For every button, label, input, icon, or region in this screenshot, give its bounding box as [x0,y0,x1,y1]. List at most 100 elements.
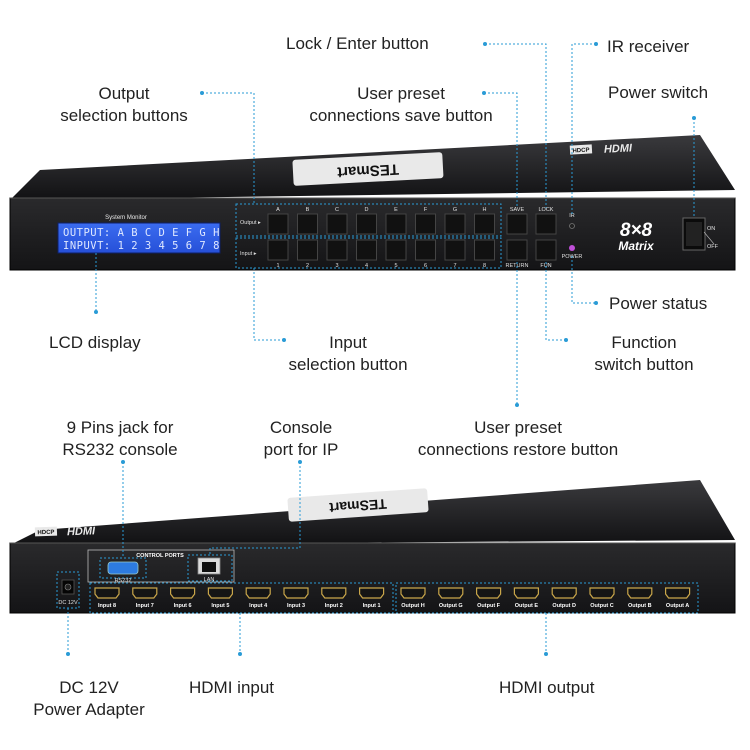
hdmi-output-port-label: Output A [666,603,689,609]
input-button-8[interactable] [474,239,495,261]
hdmi-input-port-8 [359,587,385,599]
hdmi-output-port-7 [627,587,653,599]
callout-power-switch-text: Power switch [608,83,709,102]
callout-user-preset-restore-l2: connections restore button [417,440,619,459]
input-button-7[interactable] [444,239,466,261]
callout-lock-enter: Lock / Enter button [286,33,429,55]
lan-label: LAN [204,577,215,583]
input-button-6[interactable] [415,239,436,261]
output-button-b[interactable] [297,213,318,235]
callout-input-selection-l1: Input [329,333,367,352]
hdmi-input-port-label: Input 2 [325,603,343,609]
hdmi-logo-rear: HDMI [67,525,96,538]
input-button-2[interactable] [297,239,318,261]
callout-lcd-display: LCD display [49,332,141,354]
callout-dc12v-l2: Power Adapter [33,700,145,719]
callout-output-selection: Output selection buttons [44,83,204,127]
output-button-d[interactable] [356,213,377,235]
output-key-label: D [365,207,369,213]
input-button-4[interactable] [356,239,377,261]
callout-hdmi-output-text: HDMI output [499,678,595,697]
callout-lock-enter-text: Lock / Enter button [286,34,429,53]
hdmi-input-port-1 [94,587,120,599]
callout-input-selection-l2: selection button [288,355,408,374]
output-row-label: Output ▸ [240,220,261,226]
rs232-port-group [99,557,147,579]
output-key-label: C [335,207,339,213]
output-key-label: B [306,207,310,213]
hdmi-output-port-1 [400,587,426,599]
hdmi-output-port-label: Output D [552,603,576,609]
lcd-screen [57,222,221,254]
callout-rs232: 9 Pins jack for RS232 console [44,417,196,461]
hdmi-input-port-4 [207,587,233,599]
hdmi-output-port-label: Output G [439,603,463,609]
callout-user-preset-save-l1: User preset [357,84,445,103]
output-button-g[interactable] [444,213,466,235]
callout-user-preset-restore-l1: User preset [474,418,562,437]
hdcp-logo: HDCP [572,148,589,155]
rs232-port [107,561,139,575]
switch-off-label: OFF [707,244,719,250]
input-row-label: Input ▸ [240,251,257,257]
ir-label: IR [569,213,575,219]
hdmi-input-port-label: Input 6 [174,603,192,609]
callout-console-ip-l2: port for IP [263,440,339,459]
rear-device: TESmart HDCP HDMI DC 12V CONTROL PORTS R… [9,480,736,614]
hdmi-input-port-label: Input 5 [211,603,229,609]
output-button-h[interactable] [474,213,495,235]
hdmi-output-port-3 [476,587,502,599]
hdmi-input-port-6 [283,587,309,599]
hdmi-output-port-label: Output E [515,603,539,609]
input-key-label: 7 [453,263,456,269]
dc-label: DC 12V [58,600,78,606]
callout-ir-receiver: IR receiver [607,36,689,58]
callout-output-selection-l1: Output [98,84,150,103]
callout-hdmi-output: HDMI output [499,677,594,699]
callout-dc12v-l1: DC 12V [59,678,119,697]
leader-lines [66,42,696,656]
lan-port-group [187,554,233,582]
callout-power-status-text: Power status [609,294,708,313]
return-button[interactable] [506,239,528,261]
callout-ir-receiver-text: IR receiver [607,37,690,56]
fun-button[interactable] [535,239,557,261]
output-button-e[interactable] [385,213,407,235]
input-button-3[interactable] [326,239,348,261]
lcd-line-2: INPUVT: 1 2 3 4 5 6 7 8 [63,240,220,252]
output-button-a[interactable] [267,213,289,235]
hdmi-output-group [395,582,699,614]
output-button-c[interactable] [326,213,348,235]
hdmi-input-port-label: Input 1 [363,603,381,609]
hdcp-logo-rear: HDCP [37,530,54,537]
callout-power-switch: Power switch [608,82,708,104]
hdmi-input-port-3 [170,587,196,599]
callout-rs232-l1: 9 Pins jack for [66,418,174,437]
brand-logo: TESmart [337,160,399,180]
hdmi-input-port-5 [245,587,271,599]
output-key-label: E [394,207,398,213]
output-key-label: G [453,207,457,213]
hdmi-output-port-label: Output B [628,603,652,609]
callout-input-selection: Input selection button [268,332,428,376]
callout-function-switch: Function switch button [578,332,710,376]
input-key-label: 2 [306,263,309,269]
input-key-label: 1 [276,263,279,269]
hdmi-output-port-2 [438,587,464,599]
hdmi-output-port-4 [513,587,539,599]
input-button-1[interactable] [267,239,289,261]
callout-function-switch-l1: Function [611,333,677,352]
hdmi-input-port-label: Input 4 [249,603,268,609]
hdmi-output-port-label: Output F [477,603,501,609]
callout-rs232-l2: RS232 console [62,440,178,459]
output-button-f[interactable] [415,213,436,235]
lock-button[interactable] [535,213,557,235]
power-led-icon [569,245,575,251]
input-button-5[interactable] [385,239,407,261]
hdmi-input-port-7 [321,587,347,599]
hdmi-input-group [89,582,394,614]
output-key-label: H [483,207,487,213]
save-button[interactable] [506,213,528,235]
switch-on-label: ON [707,226,715,232]
